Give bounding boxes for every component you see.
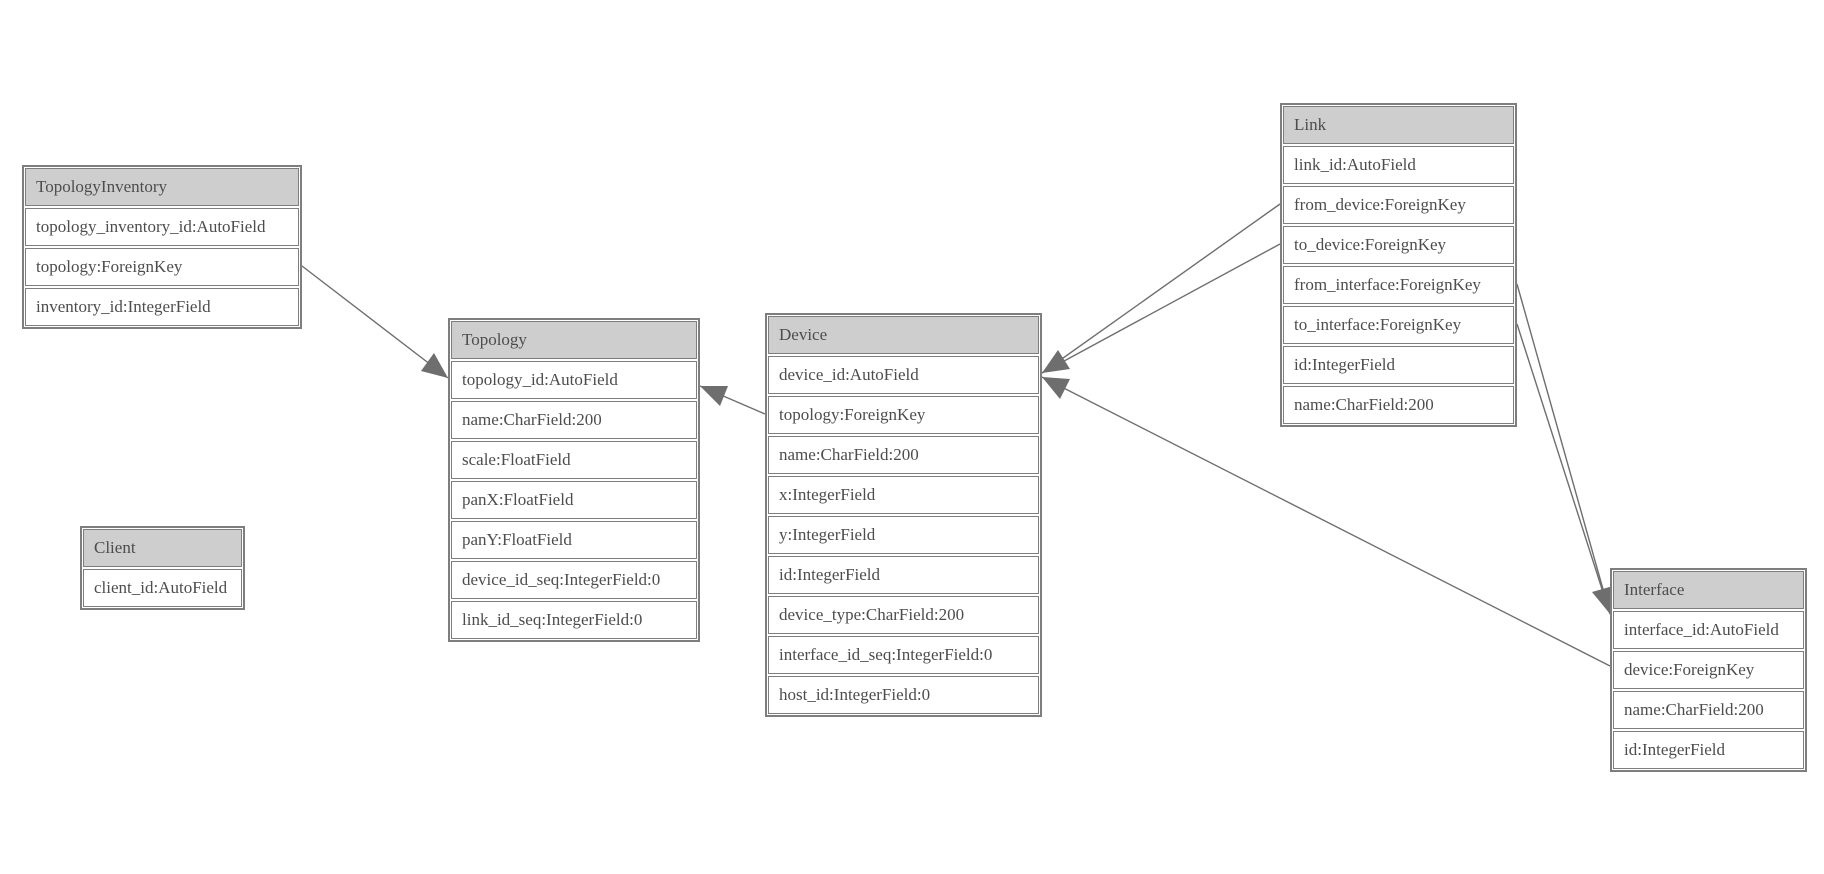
entity-interface: Interface interface_id:AutoField device:… — [1610, 568, 1807, 772]
arrowhead-into-device-from-interface — [1042, 377, 1070, 399]
entity-topologyinventory-field-row: inventory_id:IntegerField — [25, 288, 299, 326]
entity-link-field-row: from_device:ForeignKey — [1283, 186, 1514, 224]
entity-link: Link link_id:AutoField from_device:Forei… — [1280, 103, 1517, 427]
entity-topology-field-row: topology_id:AutoField — [451, 361, 697, 399]
arrowhead-into-topology-right — [700, 386, 728, 406]
entity-link-field-row: to_interface:ForeignKey — [1283, 306, 1514, 344]
entity-client: Client client_id:AutoField — [80, 526, 245, 610]
entity-link-field-row: from_interface:ForeignKey — [1283, 266, 1514, 304]
entity-link-field-row: to_device:ForeignKey — [1283, 226, 1514, 264]
entity-device: Device device_id:AutoField topology:Fore… — [765, 313, 1042, 717]
entity-topology-field-row: panY:FloatField — [451, 521, 697, 559]
entity-interface-field-row: interface_id:AutoField — [1613, 611, 1804, 649]
arrowhead-into-topology-left — [421, 353, 448, 378]
relation-line-link-tointerface-interface — [1516, 323, 1611, 615]
entity-device-field-row: topology:ForeignKey — [768, 396, 1039, 434]
entity-link-field-row: name:CharField:200 — [1283, 386, 1514, 424]
entity-interface-field-row: id:IntegerField — [1613, 731, 1804, 769]
entity-topologyinventory: TopologyInventory topology_inventory_id:… — [22, 165, 302, 329]
entity-link-title: Link — [1283, 106, 1514, 144]
entity-link-field-row: link_id:AutoField — [1283, 146, 1514, 184]
entity-topologyinventory-field-row: topology_inventory_id:AutoField — [25, 208, 299, 246]
entity-device-field-row: interface_id_seq:IntegerField:0 — [768, 636, 1039, 674]
entity-device-field-row: name:CharField:200 — [768, 436, 1039, 474]
entity-topology-field-row: name:CharField:200 — [451, 401, 697, 439]
relation-line-link-fromdevice-device — [1041, 203, 1281, 374]
entity-device-field-row: device_type:CharField:200 — [768, 596, 1039, 634]
entity-topologyinventory-field-row: topology:ForeignKey — [25, 248, 299, 286]
relation-line-link-todevice-device — [1041, 243, 1281, 374]
entity-link-field-row: id:IntegerField — [1283, 346, 1514, 384]
entity-client-field-row: client_id:AutoField — [83, 569, 242, 607]
entity-device-field-row: host_id:IntegerField:0 — [768, 676, 1039, 714]
entity-topology-field-row: link_id_seq:IntegerField:0 — [451, 601, 697, 639]
relation-line-interface-device — [1041, 376, 1611, 667]
entity-device-field-row: id:IntegerField — [768, 556, 1039, 594]
entity-topologyinventory-title: TopologyInventory — [25, 168, 299, 206]
entity-topology-field-row: panX:FloatField — [451, 481, 697, 519]
entity-client-title: Client — [83, 529, 242, 567]
relation-line-topologyinventory-topology — [301, 265, 449, 379]
entity-topology-field-row: device_id_seq:IntegerField:0 — [451, 561, 697, 599]
relation-line-link-frominterface-interface — [1516, 283, 1611, 615]
entity-topology-field-row: scale:FloatField — [451, 441, 697, 479]
entity-interface-field-row: device:ForeignKey — [1613, 651, 1804, 689]
entity-interface-title: Interface — [1613, 571, 1804, 609]
entity-interface-field-row: name:CharField:200 — [1613, 691, 1804, 729]
arrowhead-into-device-from-link — [1042, 350, 1070, 373]
entity-topology-title: Topology — [451, 321, 697, 359]
arrowhead-into-interface — [1592, 586, 1613, 614]
entity-device-title: Device — [768, 316, 1039, 354]
entity-device-field-row: device_id:AutoField — [768, 356, 1039, 394]
entity-topology: Topology topology_id:AutoField name:Char… — [448, 318, 700, 642]
entity-device-field-row: x:IntegerField — [768, 476, 1039, 514]
entity-device-field-row: y:IntegerField — [768, 516, 1039, 554]
